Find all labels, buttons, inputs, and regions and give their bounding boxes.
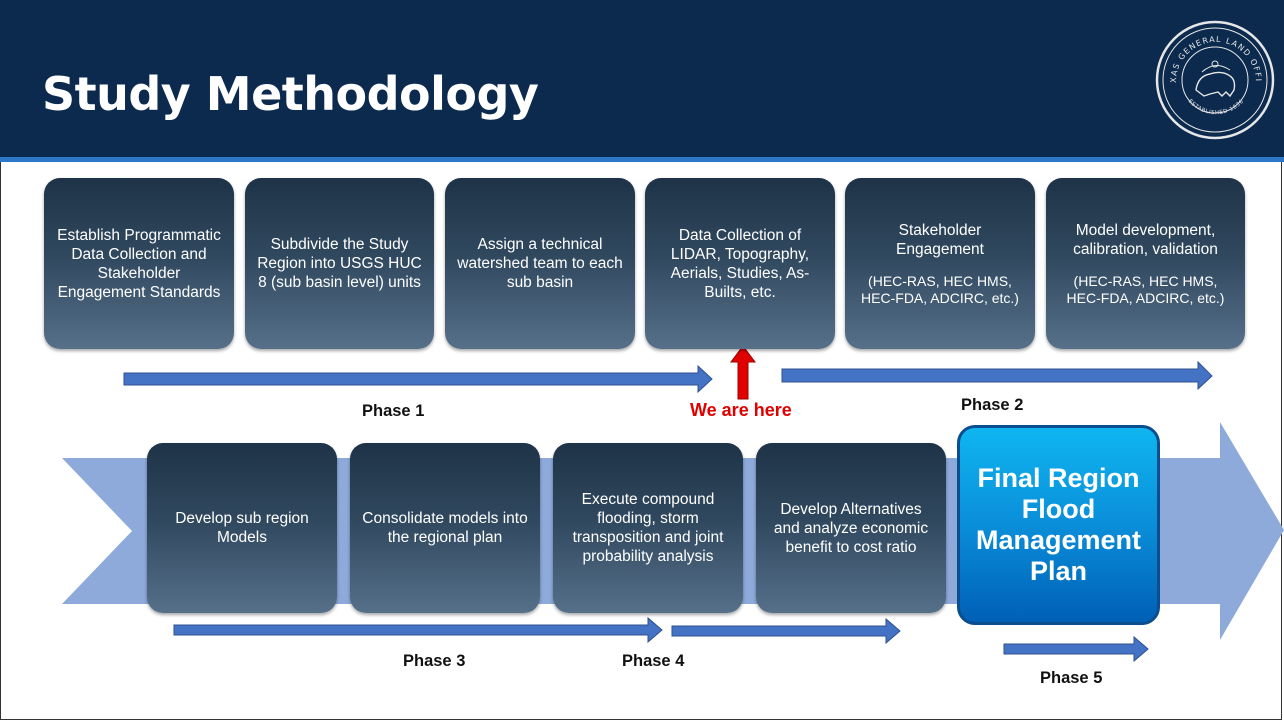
step-text: Consolidate models into the regional pla… — [362, 510, 528, 546]
title-bar — [0, 0, 1284, 157]
step-subdivide-region: Subdivide the Study Region into USGS HUC… — [245, 178, 434, 349]
phase-3-arrow — [173, 616, 663, 644]
title-bar-rule — [0, 157, 1284, 162]
phase-3-label: Phase 3 — [403, 652, 466, 670]
step-subtext: (HEC-RAS, HEC HMS, HEC-FDA, ADCIRC, etc.… — [861, 272, 1019, 306]
we-are-here-arrow — [730, 345, 756, 400]
step-consolidate-models: Consolidate models into the regional pla… — [350, 443, 540, 613]
phase-4-label: Phase 4 — [622, 652, 685, 670]
we-are-here-label: We are here — [690, 400, 792, 420]
step-text: Establish Programmatic Data Collection a… — [57, 226, 221, 301]
step-develop-subregion-models: Develop sub region Models — [147, 443, 337, 613]
step-text: Data Collection of LIDAR, Topography, Ae… — [670, 226, 810, 301]
phase-1-arrow — [123, 364, 713, 394]
phase-5-arrow — [1003, 635, 1149, 663]
page-title: Study Methodology — [42, 67, 539, 121]
final-plan-text: Final Region Flood Management Plan — [975, 463, 1142, 586]
step-text: Develop sub region Models — [175, 510, 309, 546]
step-data-collection: Data Collection of LIDAR, Topography, Ae… — [645, 178, 835, 349]
step-text: Subdivide the Study Region into USGS HUC… — [257, 236, 422, 291]
step-text: Assign a technical watershed team to eac… — [457, 236, 623, 291]
step-subtext: (HEC-RAS, HEC HMS, HEC-FDA, ADCIRC, etc.… — [1066, 272, 1225, 306]
phase-2-label: Phase 2 — [961, 396, 1024, 414]
phase-1-label: Phase 1 — [362, 402, 425, 420]
step-develop-alternatives: Develop Alternatives and analyze economi… — [756, 443, 946, 613]
texas-glo-seal-icon: TEXAS GENERAL LAND OFFICE ESTABLISHED 18… — [1152, 10, 1275, 140]
phase-2-arrow — [781, 360, 1213, 391]
step-establish-standards: Establish Programmatic Data Collection a… — [44, 178, 234, 349]
step-text: Develop Alternatives and analyze economi… — [773, 500, 929, 556]
step-compound-flooding: Execute compound flooding, storm transpo… — [553, 443, 743, 613]
phase-4-arrow — [671, 617, 901, 645]
step-text: Execute compound flooding, storm transpo… — [572, 491, 724, 565]
step-assign-team: Assign a technical watershed team to eac… — [445, 178, 635, 349]
step-stakeholder-engagement: Stakeholder Engagement (HEC-RAS, HEC HMS… — [845, 178, 1035, 349]
step-model-development: Model development, calibration, validati… — [1046, 178, 1245, 349]
step-text: Stakeholder Engagement — [896, 221, 984, 258]
final-plan-box: Final Region Flood Management Plan — [957, 425, 1160, 625]
step-text: Model development, calibration, validati… — [1073, 221, 1218, 258]
phase-5-label: Phase 5 — [1040, 669, 1103, 687]
